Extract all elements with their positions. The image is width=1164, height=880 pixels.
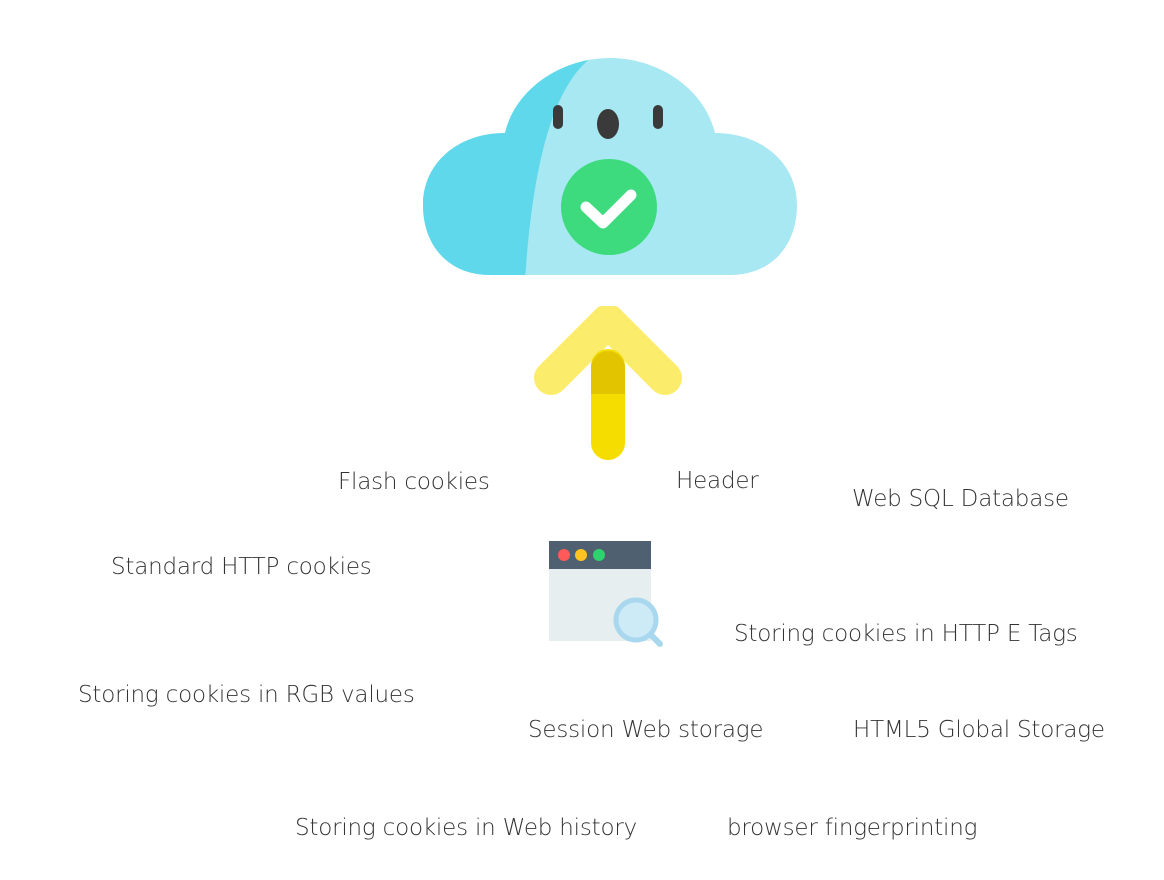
label-storing-cookies-web-history: Storing cookies in Web history bbox=[295, 815, 638, 841]
label-html5-global-storage: HTML5 Global Storage bbox=[853, 717, 1105, 743]
label-web-sql-database: Web SQL Database bbox=[852, 486, 1069, 512]
label-header: Header bbox=[676, 468, 759, 494]
label-standard-http-cookies: Standard HTTP cookies bbox=[111, 554, 372, 580]
label-storing-cookies-http-etags: Storing cookies in HTTP E Tags bbox=[734, 621, 1078, 647]
arrow-up-icon bbox=[534, 306, 682, 460]
label-storing-cookies-rgb: Storing cookies in RGB values bbox=[78, 682, 415, 708]
label-flash-cookies: Flash cookies bbox=[338, 469, 490, 495]
label-session-web-storage: Session Web storage bbox=[528, 717, 764, 743]
cloud-check-icon bbox=[423, 58, 797, 275]
browser-search-icon bbox=[549, 541, 663, 647]
label-browser-fingerprinting: browser fingerprinting bbox=[727, 815, 978, 841]
